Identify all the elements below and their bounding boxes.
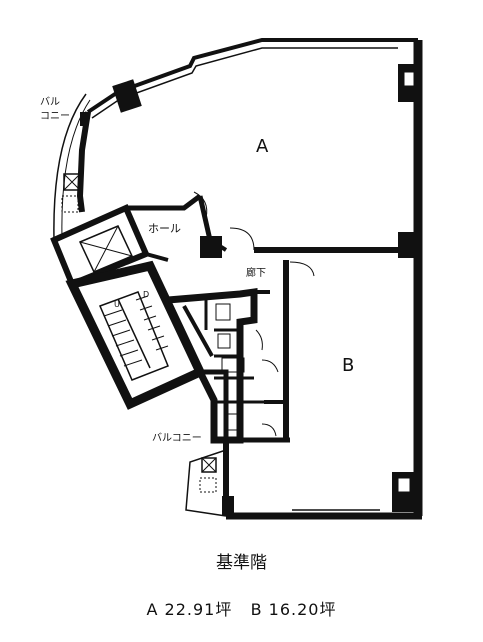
balcony-lower bbox=[185, 449, 227, 517]
door-swing bbox=[193, 191, 208, 219]
balcony-top-label-line1: バル bbox=[40, 97, 60, 108]
service-core bbox=[167, 287, 258, 444]
room-b-label: B bbox=[342, 355, 355, 376]
floor-title: 基準階 bbox=[216, 553, 267, 573]
column bbox=[112, 79, 142, 113]
balcony-top-label-line2: コニー bbox=[40, 111, 70, 122]
balcony-rail-outer bbox=[53, 93, 87, 241]
stair-enclosure bbox=[65, 260, 207, 410]
area-b: B 16.20坪 bbox=[250, 600, 337, 619]
hall-label: ホール bbox=[148, 222, 181, 235]
curved-facade-wall bbox=[86, 38, 418, 114]
corridor-label: 廊下 bbox=[246, 268, 266, 279]
column bbox=[200, 236, 222, 258]
balcony-top-label: バル コニー bbox=[40, 96, 70, 124]
curved-facade-inner bbox=[91, 47, 398, 119]
stair-down-label: D bbox=[143, 290, 150, 299]
stair-up-label: U bbox=[114, 300, 120, 309]
west-wall-a bbox=[76, 111, 91, 213]
area-summary: A 22.91坪 B 16.20坪 bbox=[0, 596, 483, 620]
door-swing bbox=[255, 329, 263, 351]
toilet-fixture bbox=[215, 303, 231, 321]
door-swing bbox=[261, 423, 277, 437]
sink-fixture bbox=[217, 333, 231, 349]
column bbox=[398, 232, 420, 258]
area-a: A 22.91坪 bbox=[146, 600, 233, 619]
toilet-fixture bbox=[227, 413, 243, 431]
hall-wall bbox=[126, 194, 202, 211]
door-swing bbox=[289, 261, 315, 277]
door-swing bbox=[261, 359, 279, 373]
balcony-rail-inner bbox=[61, 99, 91, 239]
column bbox=[80, 112, 88, 126]
door-swing bbox=[229, 227, 255, 251]
pantry-fixture bbox=[221, 357, 245, 373]
column bbox=[222, 496, 234, 516]
balcony-bottom-label: バルコニー bbox=[152, 433, 202, 444]
room-a-label: A bbox=[256, 136, 269, 157]
